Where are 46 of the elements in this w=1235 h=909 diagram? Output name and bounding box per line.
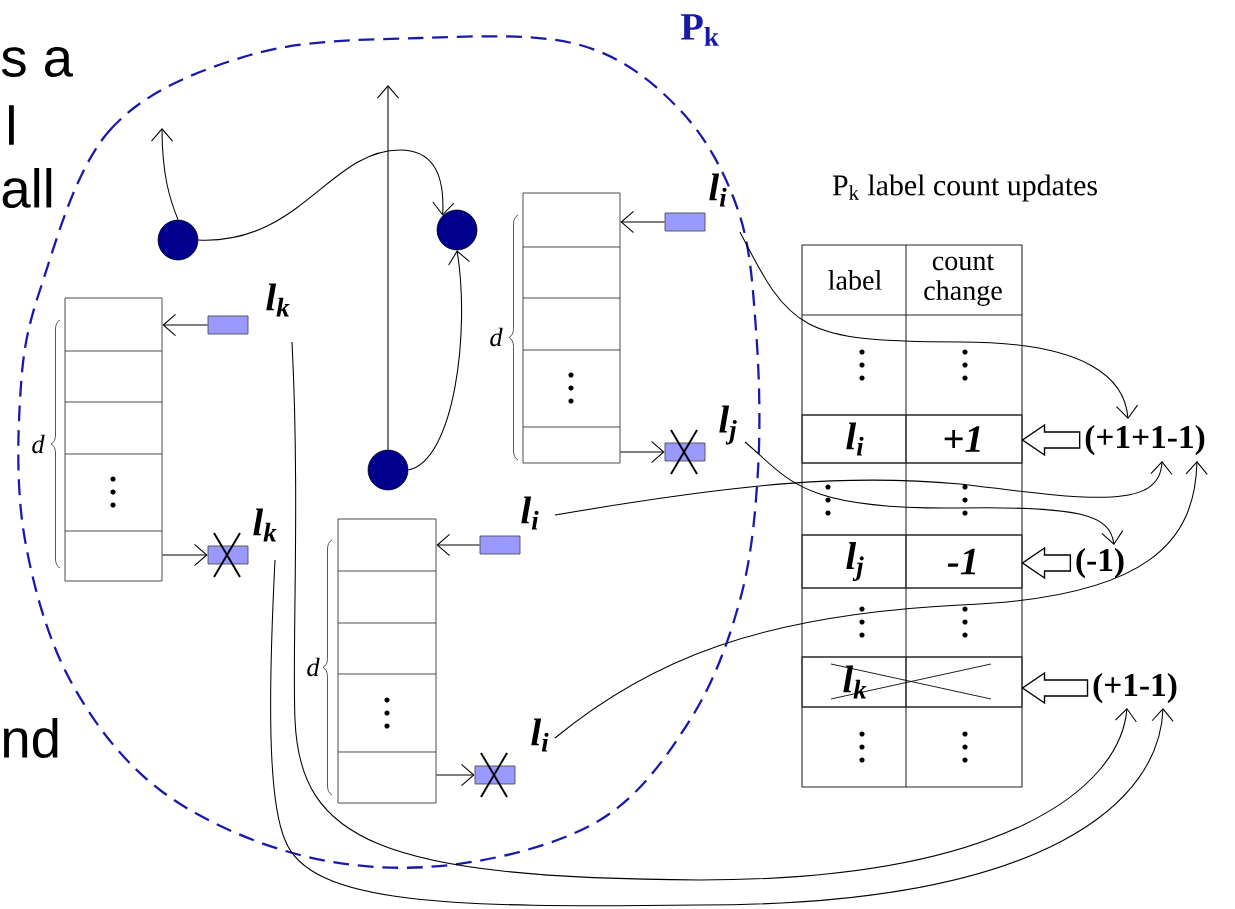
slide-text-fragment: l bbox=[9, 105, 14, 145]
hollow-arrow bbox=[1021, 671, 1089, 705]
label-name: l$_{i}$ bbox=[531, 718, 549, 752]
node-circle bbox=[367, 449, 409, 491]
slide-text-fragment: s a bbox=[1, 47, 73, 77]
count-value: -1 bbox=[947, 548, 976, 575]
arrow bbox=[436, 533, 481, 557]
label-name: l$_{i}$ bbox=[521, 496, 539, 530]
arrow bbox=[197, 149, 455, 241]
dimension-label: d bbox=[307, 657, 320, 677]
count-sum: (+1+1-1) bbox=[1085, 424, 1205, 456]
label-name: l$_{i}$ bbox=[709, 173, 727, 207]
arrow bbox=[162, 313, 209, 337]
label-name: l$_{j}$ bbox=[846, 542, 864, 581]
arrow bbox=[744, 441, 1124, 545]
arrow bbox=[150, 128, 179, 221]
arrow bbox=[291, 341, 1137, 881]
arrow bbox=[739, 231, 1139, 419]
arrow bbox=[407, 250, 471, 471]
node-circle bbox=[157, 219, 199, 261]
arrow bbox=[376, 85, 400, 451]
arrow bbox=[619, 440, 665, 464]
node-circle bbox=[436, 209, 478, 251]
arrow bbox=[620, 210, 666, 234]
arrow bbox=[161, 543, 208, 567]
count-value: +1 bbox=[944, 426, 980, 452]
dimension-label: d bbox=[32, 434, 45, 454]
slide-text-fragment: all bbox=[2, 168, 52, 208]
count-sum: (+1-1) bbox=[1093, 672, 1177, 704]
hollow-arrow bbox=[1021, 546, 1072, 580]
column-header: count change bbox=[924, 254, 1002, 306]
label-name: l$_{k}$ bbox=[266, 283, 290, 317]
arrow bbox=[435, 763, 475, 787]
count-sum: (-1) bbox=[1076, 547, 1124, 579]
column-header: label bbox=[828, 270, 882, 290]
arrow bbox=[554, 461, 1173, 516]
table-title: P$_{k}$ label count updates bbox=[832, 174, 1097, 202]
region-label: P$_{k}$ bbox=[680, 14, 719, 46]
hollow-arrow bbox=[1021, 423, 1081, 457]
label-name: l$_{k}$ bbox=[253, 508, 277, 542]
arrow bbox=[270, 559, 1174, 907]
slide-text-fragment: nd bbox=[3, 718, 58, 758]
label-name: l$_{i}$ bbox=[846, 422, 864, 456]
arrow bbox=[554, 461, 1208, 739]
dimension-label: d bbox=[490, 327, 503, 347]
label-name: l$_{j}$ bbox=[719, 405, 737, 445]
